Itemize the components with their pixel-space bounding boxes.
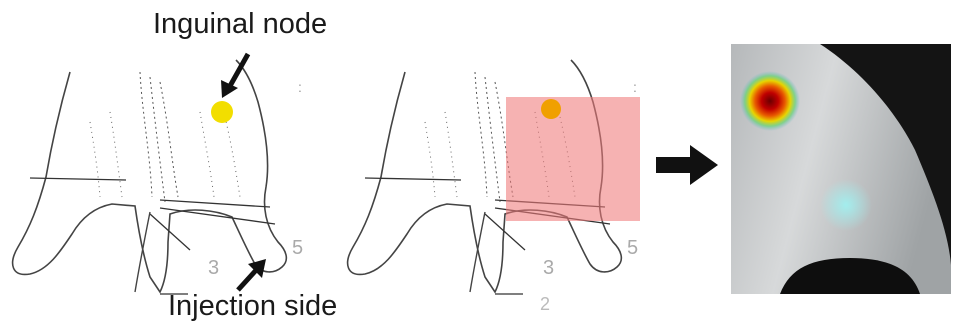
region-of-interest-highlight <box>506 97 640 221</box>
arrow-icon <box>238 259 266 290</box>
hotspot-signal <box>740 71 800 131</box>
label-injection-side: Injection side <box>168 292 337 321</box>
cyan-signal <box>820 179 872 231</box>
inguinal-node-marker-right <box>541 99 561 119</box>
inguinal-node-marker-left <box>211 101 233 123</box>
mouse-sketch-left <box>13 60 303 294</box>
arrow-icon <box>221 54 248 98</box>
label-inguinal-node: Inguinal node <box>153 10 327 39</box>
right-arrow-icon <box>656 145 718 185</box>
imaging-panel <box>731 44 951 294</box>
pencil-mark: 2 <box>540 294 550 314</box>
